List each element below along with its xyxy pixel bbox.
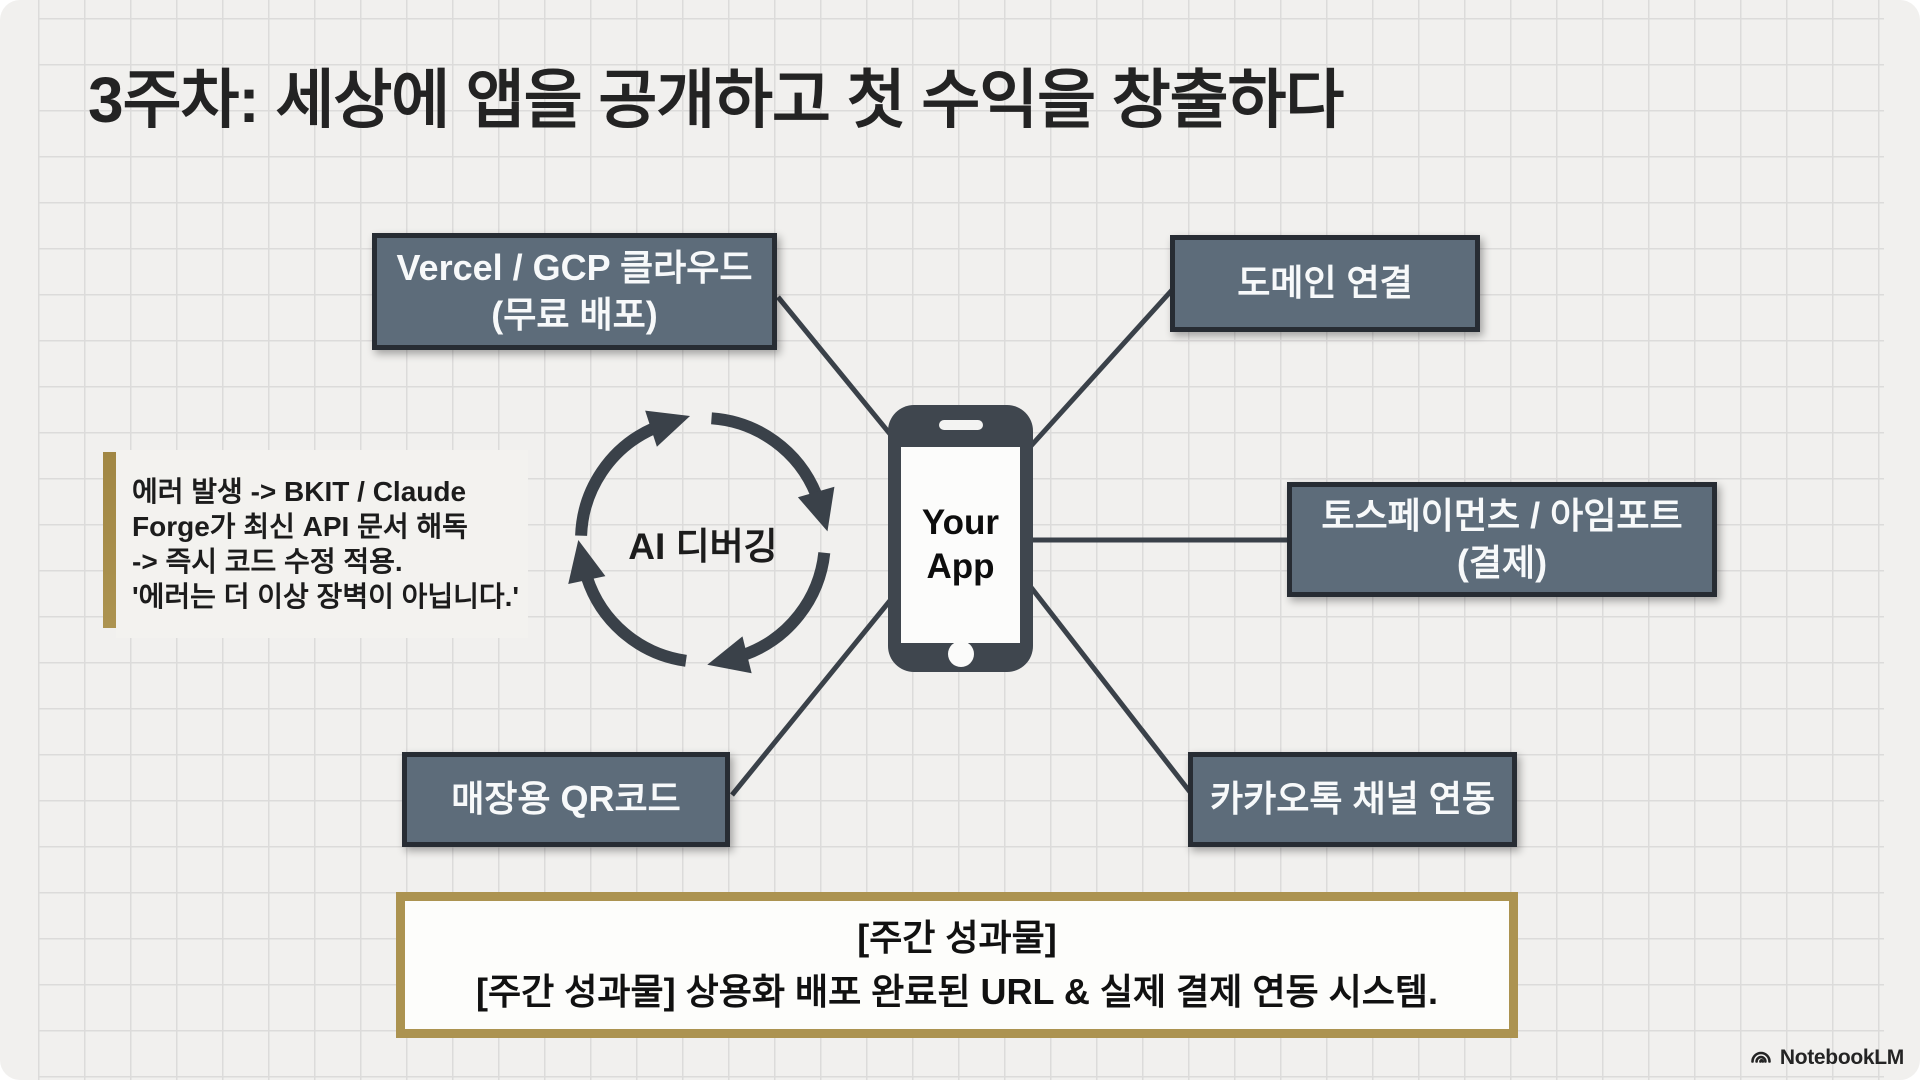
outcome-line: [주간 성과물] <box>857 917 1057 958</box>
cycle-arrowhead-top <box>645 410 691 447</box>
phone-home-button <box>947 641 974 667</box>
node-store-qr-code: 매장용 QR코드 <box>402 752 730 847</box>
weekly-outcome-box: [주간 성과물] [주간 성과물] 상용화 배포 완료된 URL & 실제 결제… <box>396 892 1518 1038</box>
phone-screen: Your App <box>901 447 1020 643</box>
notebooklm-watermark: NotebookLM <box>1749 1046 1904 1070</box>
ai-debug-label: AI 디버깅 <box>628 526 778 567</box>
cycle-arrowhead-right <box>797 486 835 532</box>
node-domain-connect: 도메인 연결 <box>1170 235 1480 332</box>
connector-deploy-phone <box>776 295 897 442</box>
node-label-line: 토스페이먼츠 / 아임포트 <box>1321 495 1683 537</box>
outcome-line: [주간 성과물] 상용화 배포 완료된 URL & 실제 결제 연동 시스템. <box>476 971 1438 1012</box>
node-label-line: 매장용 QR코드 <box>451 778 681 820</box>
node-label-line: 도메인 연결 <box>1237 262 1413 304</box>
connector-phone-kakao <box>1028 584 1192 794</box>
your-app-line: App <box>926 547 995 586</box>
connector-phone-qr <box>730 590 899 797</box>
connector-phone-domain <box>1028 288 1174 449</box>
your-app-label: Your App <box>922 501 999 589</box>
notebooklm-brand-text: NotebookLM <box>1779 1046 1904 1069</box>
quote-line: 에러 발생 -> BKIT / Claude <box>132 476 467 507</box>
node-label-line: Vercel / GCP 클라우드 <box>396 247 753 289</box>
phone-speaker-slot <box>938 420 983 430</box>
cycle-arc-bottom <box>581 575 687 667</box>
quote-line: '에러는 더 이상 장벽이 아닙니다.' <box>132 581 520 612</box>
node-label-line: (결제) <box>1456 541 1548 583</box>
smartphone-icon: Your App <box>888 405 1033 672</box>
your-app-line: Your <box>921 503 1000 543</box>
cycle-arc-right <box>742 552 831 661</box>
quote-line: -> 즉시 코드 수정 적용. <box>132 546 403 577</box>
slide-title: 3주차: 세상에 앱을 공개하고 첫 수익을 창출하다 <box>88 64 1344 136</box>
node-toss-payments-iamport: 토스페이먼츠 / 아임포트 (결제) <box>1287 482 1717 597</box>
quote-accent-bar <box>103 452 116 628</box>
node-label-line: 카카오톡 채널 연동 <box>1210 778 1495 820</box>
node-vercel-gcp-cloud: Vercel / GCP 클라우드 (무료 배포) <box>372 233 777 350</box>
node-kakaotalk-channel: 카카오톡 채널 연동 <box>1188 752 1517 847</box>
quote-line: Forge가 최신 API 문서 해독 <box>132 511 468 542</box>
cycle-arc-top <box>710 412 822 497</box>
quote-block: 에러 발생 -> BKIT / Claude Forge가 최신 API 문서 … <box>116 450 528 638</box>
cycle-arrowhead-left <box>568 539 606 585</box>
node-label-line: (무료 배포) <box>491 293 658 335</box>
notebooklm-swirl-icon <box>1751 1051 1771 1063</box>
cycle-arrowhead-bottom <box>707 636 752 674</box>
cycle-arc-left <box>575 423 656 536</box>
